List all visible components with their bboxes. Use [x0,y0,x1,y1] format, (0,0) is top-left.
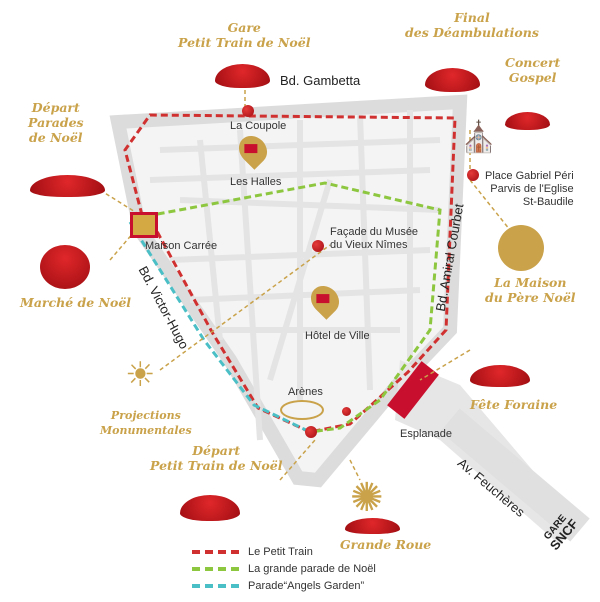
grande-roue-base [345,518,400,534]
event-depart-line1: Départ [192,443,241,458]
label-esplanade: Esplanade [400,428,452,440]
event-gare-line2: Petit Train de Noël [178,35,311,50]
market-icon [40,245,90,289]
label-halles: Les Halles [230,176,282,188]
label-coupole: La Coupole [230,120,287,132]
streets-network [109,94,468,488]
arenes-icon [280,400,324,420]
event-proj-line2: Monumentales [100,424,192,437]
legend-label: La grande parade de Noël [248,562,376,575]
label-maison-carree: Maison Carrée [145,240,218,252]
event-depart-line2: Petit Train de Noël [150,458,283,473]
avenue-feucheres [440,408,590,542]
connector-lines [99,90,511,481]
event-marche: Marché de Noël [20,295,132,310]
carousel-icon [470,365,530,387]
event-pere-line2: du Père Noël [485,290,576,305]
event-parades-line3: de Noël [29,130,83,145]
maison-carree-block [130,212,158,238]
pin-peri[interactable] [467,169,479,181]
pin-esplanade-corner[interactable] [342,407,351,416]
route-angels-garden [128,221,311,434]
event-concert-line2: Gospel [508,70,557,85]
legend-item-angels-garden: Parade“Angels Garden” [192,577,376,594]
event-pere-line1: La Maison [494,275,567,290]
label-peri-line2: Parvis de l'Eglise [490,183,574,195]
legend-label: Parade“Angels Garden” [248,579,365,592]
label-peri-line1: Place Gabriel Péri [485,170,574,182]
pin-arenes[interactable] [305,426,317,438]
event-concert-line1: Concert [505,55,561,70]
event-gare-line1: Gare [227,20,261,35]
label-hotel-ville: Hôtel de Ville [305,330,370,342]
event-final-line1: Final [454,10,490,25]
pin-musee[interactable] [312,240,324,252]
sleigh-icon [30,175,105,197]
event-proj-line1: Projections [110,409,181,422]
legend-item-petit-train: Le Petit Train [192,543,376,560]
label-musee-line1: Façade du Musée [330,226,419,238]
legend: Le Petit Train La grande parade de Noël … [192,543,376,594]
route-petit-train [123,113,457,434]
pin-coupole[interactable] [242,105,254,117]
legend-label: Le Petit Train [248,545,313,558]
event-final-line2: des Déambulations [405,25,539,40]
label-peri-line3: St-Baudile [522,196,574,208]
label-arenes: Arènes [288,386,323,398]
event-fete-foraine: Fête Foraine [470,397,558,412]
event-parades-line1: Départ [31,100,80,115]
street-gambetta: Bd. Gambetta [280,73,361,88]
legend-swatch [192,583,240,588]
event-parades-line2: Parades [28,115,84,130]
train-icon [215,64,270,88]
legend-swatch [192,566,240,571]
depart-train-icon [180,495,240,521]
santa-icon [498,225,544,271]
gospel-icon [505,112,550,130]
route-grande-parade [135,181,442,434]
horse-icon [425,68,480,92]
event-grande-roue: Grande Roue [340,537,432,552]
legend-item-grande-parade: La grande parade de Noël [192,560,376,577]
church-icon: ⛪ [460,121,498,154]
legend-swatch [192,549,240,554]
label-musee-line2: du Vieux Nîmes [330,239,408,251]
projector-icon: ☀ [125,356,156,394]
ferris-wheel-icon: ✺ [350,476,384,520]
